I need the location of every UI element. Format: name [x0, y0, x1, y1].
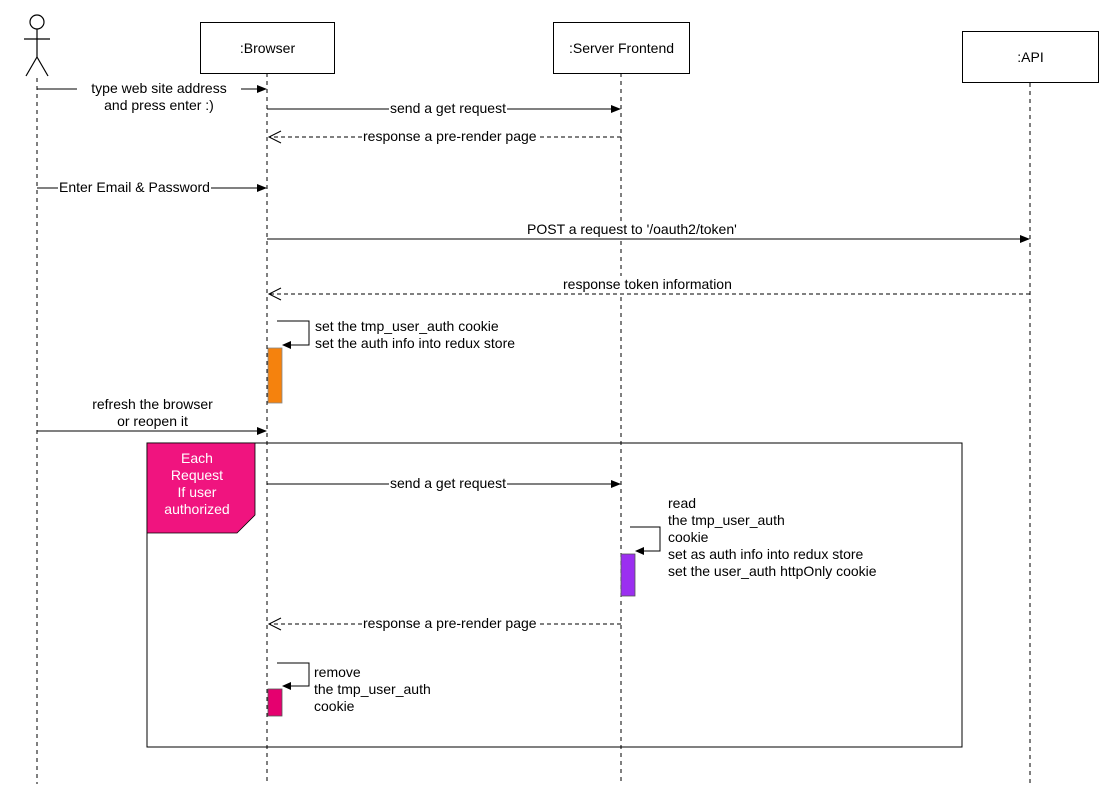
fragment-label-line: authorized: [164, 501, 230, 517]
self-msg-browser-1: [277, 320, 310, 346]
fragment-label-line: If user: [177, 484, 217, 500]
msg-type-address-label: type web site address and press enter :): [77, 80, 241, 114]
activation-pink: [267, 688, 283, 717]
msg-refresh-label: refresh the browser or reopen it: [70, 396, 235, 430]
msg-get-request-label: send a get request: [389, 100, 507, 117]
fragment-tag: [146, 442, 256, 534]
participant-server-label: :Server Frontend: [568, 40, 675, 56]
participant-browser: :Browser: [200, 22, 335, 74]
open-arrowhead-1: [267, 130, 282, 144]
open-arrowhead-3: [267, 617, 282, 631]
open-arrowhead-2: [267, 287, 282, 301]
participant-api: :API: [962, 31, 1099, 83]
activation-orange: [267, 347, 283, 404]
self-msg-browser-2: [277, 662, 310, 687]
fragment-label: Each Request If user authorized: [147, 450, 247, 518]
msg-label-line: set as auth info into redux store: [668, 546, 864, 562]
msg-label-line: type web site address: [91, 80, 227, 96]
actor-figure: [24, 14, 50, 77]
msg-pre-render-label: response a pre-render page: [362, 128, 538, 145]
msg-pre-render-2-label: response a pre-render page: [362, 615, 538, 632]
msg-enter-email-label: Enter Email & Password: [58, 179, 211, 196]
msg-label-line: cookie: [668, 529, 709, 545]
msg-token-info-label: response token information: [562, 276, 733, 293]
msg-label-line: read: [668, 495, 697, 511]
fragment-label-line: Request: [170, 467, 224, 483]
msg-label-line: the tmp_user_auth: [314, 681, 431, 697]
self-msg-server-label: read the tmp_user_auth cookie set as aut…: [668, 495, 877, 580]
msg-label-line: remove: [314, 664, 361, 680]
self-msg-browser-1-label: set the tmp_user_auth cookie set the aut…: [315, 318, 515, 352]
msg-label-line: set the user_auth httpOnly cookie: [668, 563, 877, 579]
msg-post-token-label: POST a request to '/oauth2/token': [526, 221, 738, 238]
msg-get-request-2-label: send a get request: [389, 475, 507, 492]
participant-api-label: :API: [1017, 49, 1044, 65]
msg-label-line: and press enter :): [104, 97, 214, 113]
msg-label-line: cookie: [314, 698, 355, 714]
msg-label-line: set the auth info into redux store: [315, 335, 516, 351]
fragment-frame: [146, 442, 963, 748]
msg-label-line: the tmp_user_auth: [668, 512, 785, 528]
activation-purple: [620, 553, 636, 597]
msg-label-line: refresh the browser: [92, 396, 213, 412]
msg-label-line: set the tmp_user_auth cookie: [315, 318, 499, 334]
self-msg-browser-2-label: remove the tmp_user_auth cookie: [314, 664, 431, 715]
fragment-label-line: Each: [181, 450, 213, 466]
participant-server-frontend: :Server Frontend: [553, 22, 690, 74]
msg-label-line: or reopen it: [117, 413, 188, 429]
participant-browser-label: :Browser: [239, 40, 296, 56]
self-msg-server: [630, 526, 661, 552]
